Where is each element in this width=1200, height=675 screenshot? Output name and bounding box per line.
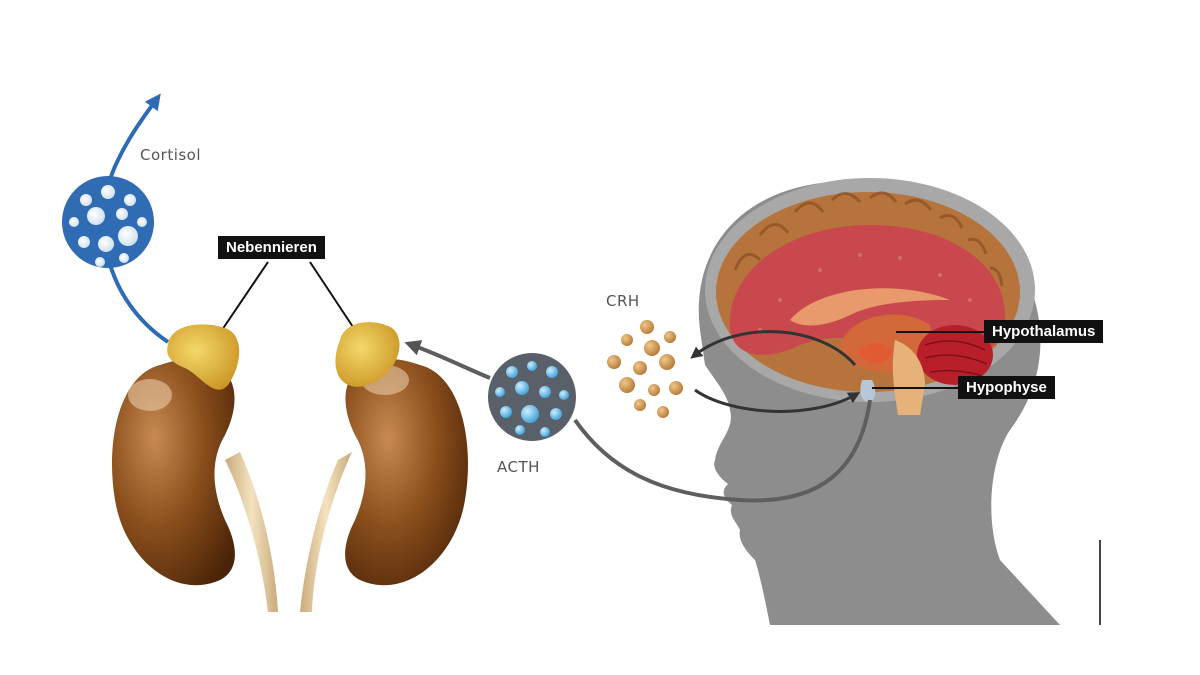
acth-molecule bbox=[488, 353, 576, 441]
crh-label: CRH bbox=[606, 292, 640, 310]
acth-to-adrenal-arrow bbox=[404, 340, 491, 380]
ureter-left bbox=[225, 452, 278, 612]
cortisol-molecule bbox=[62, 176, 154, 268]
crh-release-arrow bbox=[690, 330, 857, 366]
nebennieren-label: Nebennieren bbox=[218, 236, 325, 259]
crh-molecules bbox=[607, 320, 683, 418]
hypothalamus-label: Hypothalamus bbox=[984, 320, 1104, 343]
brain-cross-section bbox=[716, 191, 1020, 415]
adrenal-gland-left bbox=[167, 324, 240, 390]
kidney-right bbox=[345, 358, 468, 586]
acth-path-line bbox=[573, 399, 872, 503]
ureter-right bbox=[300, 452, 352, 612]
nebennieren-leader-right bbox=[309, 261, 356, 331]
kidney-left bbox=[112, 358, 235, 586]
acth-label: ACTH bbox=[497, 458, 540, 476]
crh-to-pituitary-arrow bbox=[694, 388, 861, 413]
hypophyse-label: Hypophyse bbox=[958, 376, 1055, 399]
nebennieren-leader-left bbox=[221, 261, 269, 331]
adrenal-gland-right bbox=[335, 322, 400, 387]
cortisol-label: Cortisol bbox=[140, 146, 202, 164]
